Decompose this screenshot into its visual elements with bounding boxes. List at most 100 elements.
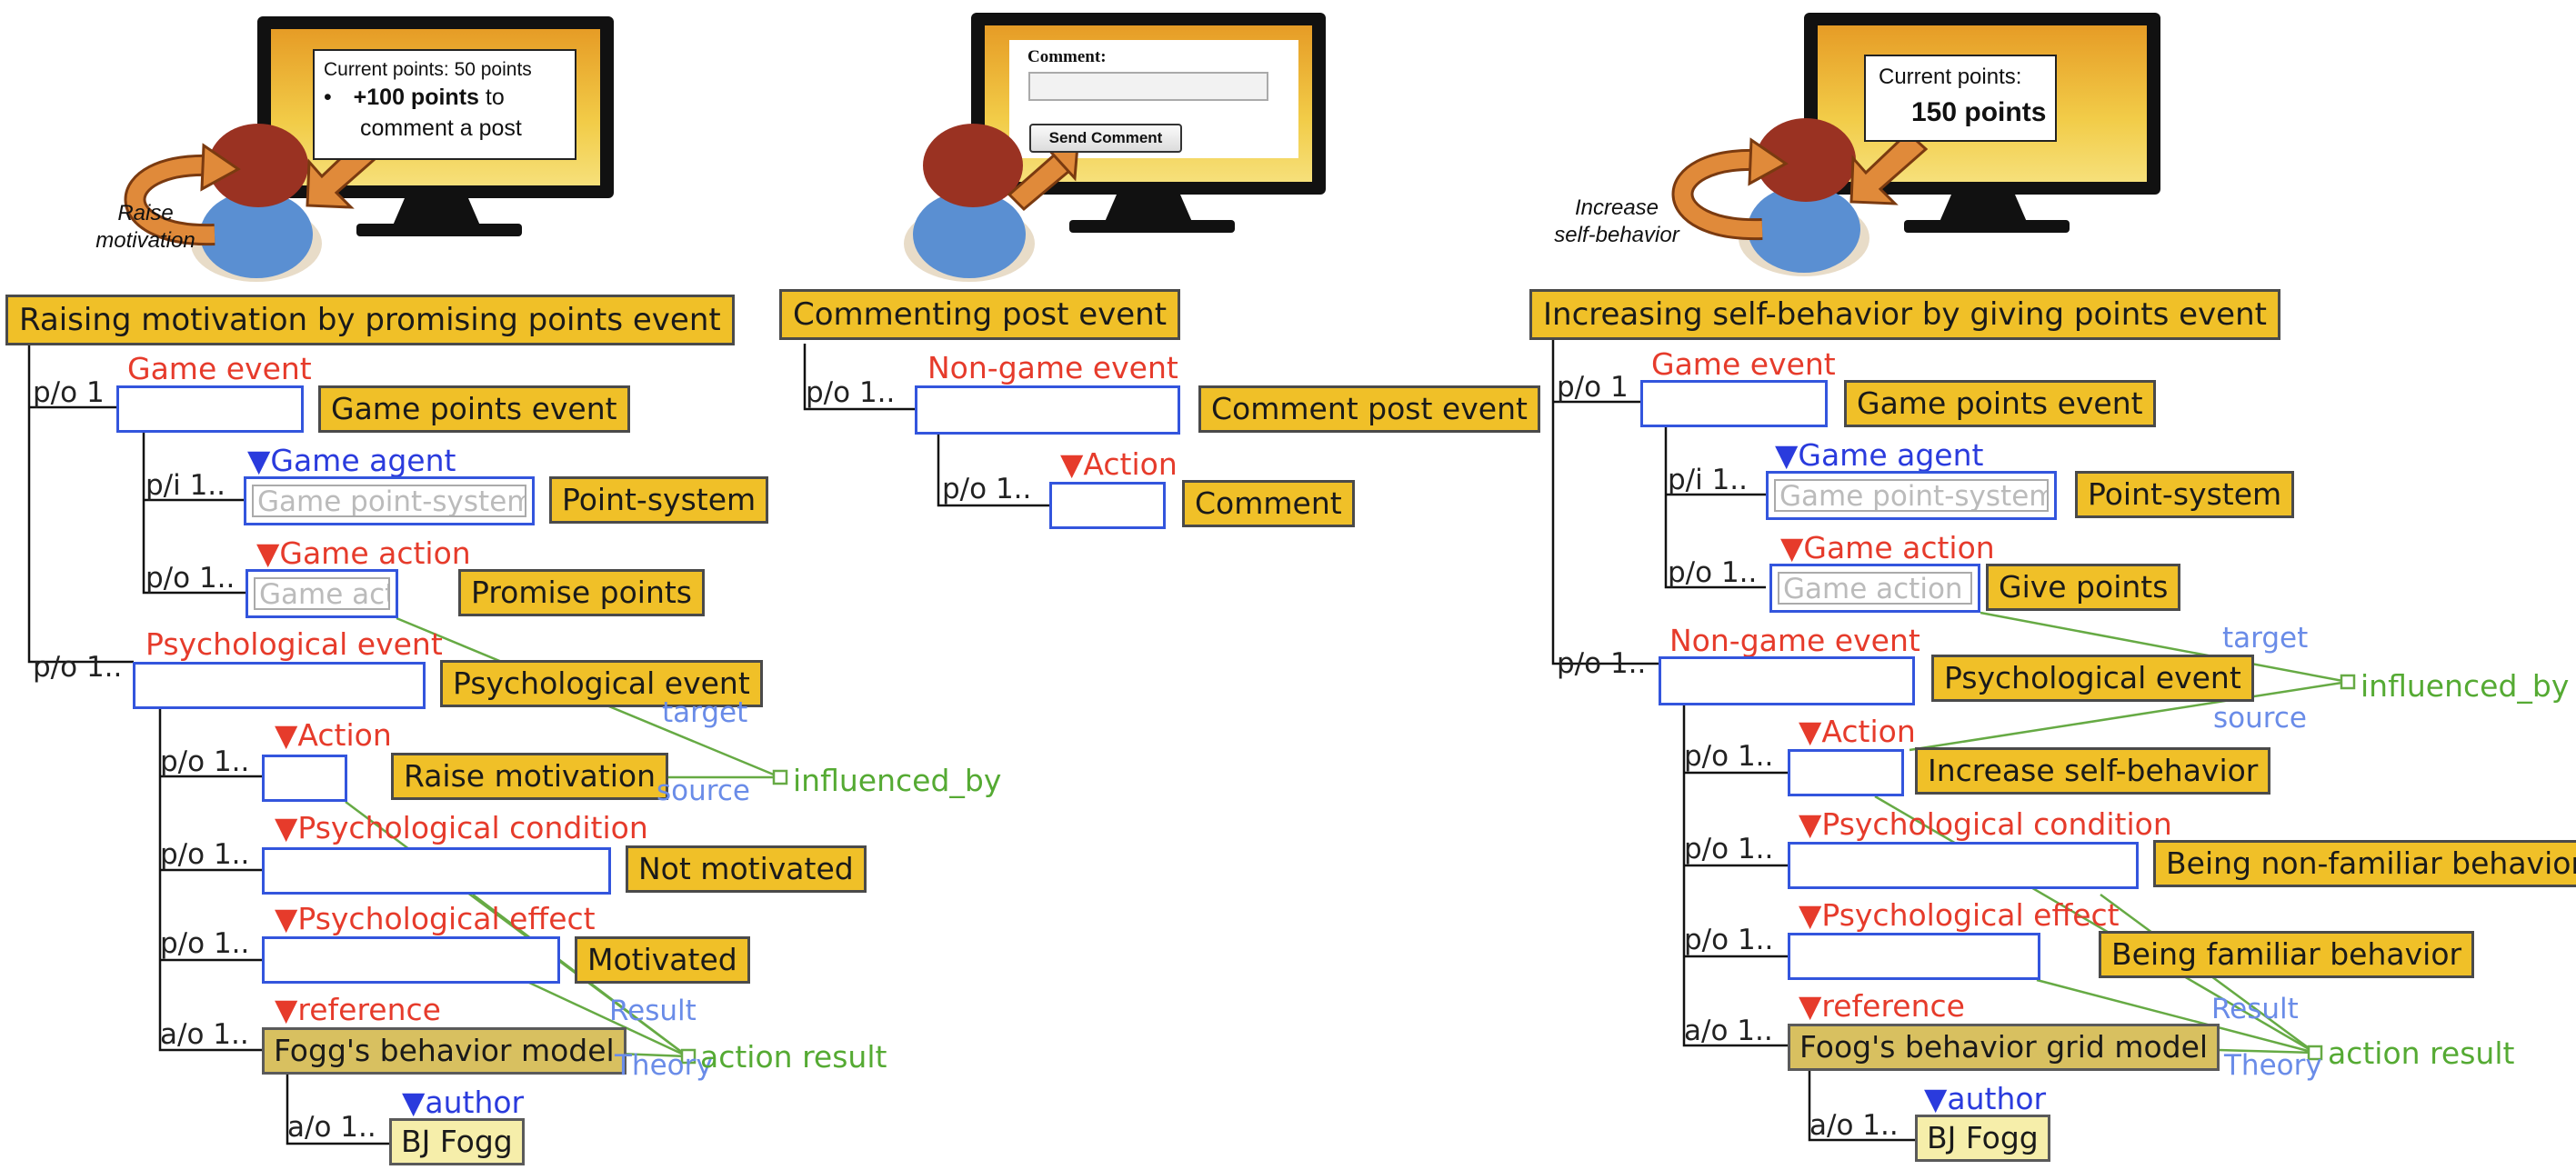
theory-role-label: Theory (615, 1049, 713, 1082)
being-familiar-behavior-label: Being familiar behavior (2099, 931, 2475, 978)
callout-bullet: • (324, 85, 332, 110)
psychological-event-label: Psychological event (440, 660, 763, 707)
tree-connectors (27, 338, 1915, 1145)
part-of-label: p/i 1.. (1668, 464, 1749, 496)
user-avatar-2 (904, 124, 1035, 282)
comment-label: Comment (1182, 480, 1355, 527)
motivated-label: Motivated (575, 936, 750, 984)
callout-comment-a-post: comment a post (360, 115, 522, 141)
give-points-label: Give points (1986, 564, 2181, 611)
psychological-effect-type: ▼Psychological effect (1799, 897, 2120, 933)
action-result-node: action result (700, 1039, 887, 1075)
author-type: ▼author (1924, 1081, 2047, 1116)
points-callout-3: Current points: 150 points (1864, 55, 2057, 142)
part-of-label: p/o 1.. (1557, 647, 1647, 680)
action-result-node: action result (2328, 1035, 2515, 1071)
psychological-event-slot[interactable] (133, 662, 426, 709)
game-event-type: Game event (127, 351, 312, 386)
attribute-of-label: a/o 1.. (1684, 1015, 1773, 1047)
action-type: ▼Action (1799, 714, 1916, 749)
result-role-label: Result (2211, 993, 2299, 1025)
game-points-event-label: Game points event (1844, 380, 2156, 427)
bj-fogg-label: BJ Fogg (1915, 1115, 2050, 1162)
screen-influence-arrow-3 (1849, 130, 1929, 205)
part-of-label: p/o 1.. (160, 745, 250, 778)
callout-bonus: +100 points (353, 85, 479, 110)
game-event-slot[interactable] (116, 385, 304, 433)
game-agent-slot[interactable]: Game point-system (244, 476, 535, 525)
note-line: Increase (1574, 195, 1659, 220)
not-motivated-label: Not motivated (626, 845, 867, 893)
part-of-label: p/o 1.. (33, 651, 123, 684)
psychological-effect-slot[interactable] (262, 936, 560, 984)
foog-behavior-grid-model-label: Foog's behavior grid model (1788, 1024, 2220, 1071)
psychological-effect-slot[interactable] (1788, 933, 2040, 980)
theory-role-label: Theory (2224, 1049, 2322, 1082)
psychological-effect-type: ▼Psychological effect (275, 901, 596, 936)
reference-type: ▼reference (1799, 988, 1965, 1024)
source-role-label: source (2213, 702, 2307, 735)
event-title-1: Raising motivation by promising points e… (5, 295, 735, 345)
psychological-condition-type: ▼Psychological condition (1799, 806, 2172, 842)
action-slot[interactable] (1788, 749, 1904, 796)
raise-motivation-note: Raise motivation (82, 200, 209, 255)
attribute-of-label: a/o 1.. (287, 1111, 376, 1144)
influenced-by-node: influenced_by (793, 763, 1002, 798)
game-action-slot[interactable]: Game action (246, 569, 398, 618)
reference-type: ▼reference (275, 992, 441, 1027)
game-action-type: ▼Game action (256, 535, 471, 571)
author-type: ▼author (402, 1085, 525, 1120)
psychological-condition-slot[interactable] (262, 847, 611, 895)
part-of-label: p/i 1.. (145, 469, 226, 502)
relation-nodes (680, 674, 2356, 1065)
part-of-label: p/o 1.. (942, 473, 1032, 505)
raise-motivation-arrow (124, 143, 241, 246)
non-game-event-type: Non-game event (927, 350, 1178, 385)
non-game-event-slot[interactable] (915, 385, 1180, 435)
user-avatar-3 (1739, 118, 1869, 276)
part-of-label: p/o 1.. (1684, 740, 1774, 773)
psychological-event-slot[interactable] (1659, 656, 1915, 705)
attribute-of-label: a/o 1.. (1809, 1109, 1899, 1142)
game-agent-type: ▼Game agent (247, 443, 456, 478)
attribute-of-label: a/o 1.. (160, 1018, 249, 1051)
game-action-inner: Game action (1778, 572, 1972, 605)
game-agent-slot[interactable]: Game point-system (1766, 471, 2057, 520)
part-of-label: p/o 1.. (160, 927, 250, 960)
points-callout-1: Current points: 50 points • +100 points … (313, 49, 576, 160)
point-system-label: Point-system (2075, 471, 2295, 518)
game-action-type: ▼Game action (1780, 530, 1995, 565)
game-event-slot[interactable] (1640, 380, 1828, 427)
callout-bullet-line: • +100 points to (324, 84, 505, 111)
action-slot[interactable] (1049, 482, 1166, 529)
part-of-label: p/o 1 (1557, 371, 1629, 404)
increase-self-behavior-label: Increase self-behavior (1915, 747, 2271, 795)
action-slot[interactable] (262, 755, 347, 802)
action-type: ▼Action (1060, 446, 1178, 482)
psychological-event-type: Psychological event (145, 626, 443, 662)
point-system-label: Point-system (549, 476, 769, 524)
target-role-label: target (662, 696, 748, 729)
note-line: motivation (95, 228, 195, 253)
source-role-label: source (657, 775, 750, 807)
result-role-label: Result (609, 995, 697, 1027)
comment-post-event-label: Comment post event (1198, 385, 1540, 433)
note-line: Raise (117, 201, 174, 225)
promise-points-label: Promise points (458, 569, 706, 616)
being-non-familiar-behavior-label: Being non-familiar behavior (2153, 840, 2576, 887)
non-game-event-type: Non-game event (1669, 623, 1920, 658)
comment-form-label: Comment: (1027, 47, 1107, 66)
game-action-slot[interactable]: Game action (1769, 564, 1980, 613)
comment-textarea[interactable] (1028, 72, 1268, 101)
send-comment-button[interactable]: Send Comment (1029, 124, 1182, 153)
callout-to: to (478, 85, 505, 110)
part-of-label: p/o 1.. (160, 838, 250, 871)
callout-current-points: Current points: 50 points (324, 59, 532, 80)
psychological-condition-slot[interactable] (1788, 842, 2139, 889)
fogg-behavior-model-label: Fogg's behavior model (262, 1027, 626, 1075)
increase-self-behavior-arrow (1671, 137, 1789, 241)
game-event-type: Game event (1651, 346, 1836, 382)
influenced-by-node: influenced_by (2360, 668, 2570, 704)
